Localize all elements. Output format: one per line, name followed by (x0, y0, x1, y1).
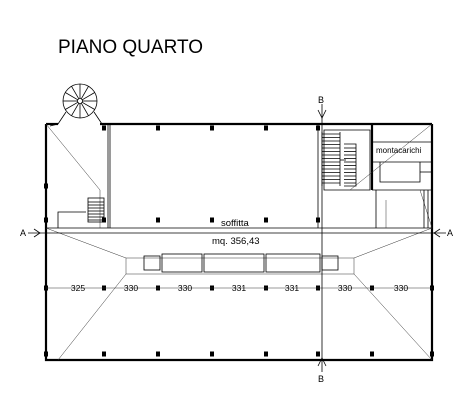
column (210, 217, 214, 223)
core-staircase (321, 132, 357, 187)
column (44, 351, 48, 357)
skylight-strip (143, 253, 339, 273)
section-b-bottom-label: B (318, 374, 324, 384)
column (264, 125, 268, 131)
column (102, 125, 106, 131)
spiral-tread (65, 92, 79, 101)
section-a-right-label: A (447, 228, 453, 238)
room-area: mq. 356,43 (212, 236, 260, 247)
dimension-label: 330 (124, 283, 138, 293)
spiral-tread (80, 103, 89, 116)
spiral-tread (80, 86, 89, 99)
column (316, 217, 320, 223)
column (44, 217, 48, 223)
dimension-label: 325 (71, 283, 85, 293)
column (264, 217, 268, 223)
column (102, 217, 106, 223)
column (430, 351, 434, 357)
dimension-label: 331 (232, 283, 246, 293)
spiral-staircase (49, 83, 103, 127)
column (210, 351, 214, 357)
left-upper-wing (45, 123, 111, 228)
room-name: soffitta (221, 218, 250, 229)
spiral-tread (82, 101, 95, 110)
column (156, 217, 160, 223)
column (44, 183, 48, 189)
column (370, 351, 374, 357)
plan-title: PIANO QUARTO (58, 37, 203, 58)
column (156, 351, 160, 357)
section-a-left-label: A (20, 228, 26, 238)
column (156, 125, 160, 131)
spiral-tread (71, 102, 80, 116)
column (210, 125, 214, 131)
dimension-label: 331 (285, 283, 299, 293)
section-line-a (28, 228, 446, 238)
section-b-top-label: B (318, 95, 324, 105)
spiral-tread (65, 101, 78, 110)
small-staircase (87, 197, 105, 223)
lift-label: montacarichi (376, 146, 422, 155)
column (102, 351, 106, 357)
column (316, 351, 320, 357)
dimension-label: 330 (178, 283, 192, 293)
spiral-tread (81, 92, 95, 101)
dimension-label: 330 (394, 283, 408, 293)
right-core (317, 123, 433, 229)
dimension-label: 330 (338, 283, 352, 293)
spiral-tread (71, 86, 80, 100)
column (264, 351, 268, 357)
section-line-b (317, 104, 327, 372)
column (316, 125, 320, 131)
roof-lines (45, 227, 433, 361)
